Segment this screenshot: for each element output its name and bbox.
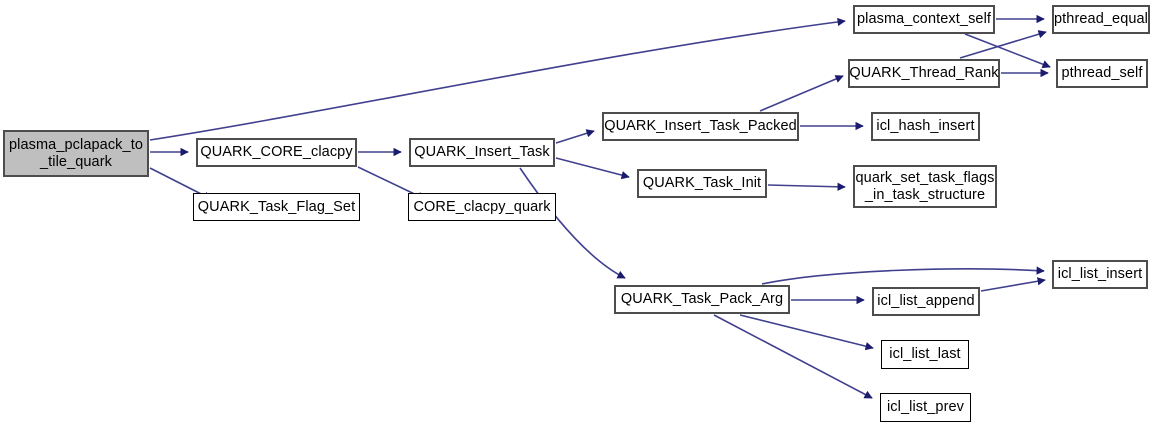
node-CORE_clacpy_quark[interactable]: CORE_clacpy_quark [408,193,556,221]
edge-QUARK_Insert_Task-to-QUARK_Task_Init [555,157,630,180]
node-plasma_context_self[interactable]: plasma_context_self [853,5,995,34]
node-label: QUARK_Task_Flag_Set [197,198,356,215]
node-quark_set_task_flags_in_task_structure[interactable]: quark_set_task_flags _in_task_structure [853,165,997,208]
node-QUARK_Thread_Rank[interactable]: QUARK_Thread_Rank [848,59,1000,88]
node-QUARK_Insert_Task[interactable]: QUARK_Insert_Task [409,138,555,167]
edge-QUARK_Task_Init-to-quark_set_task_flags_in_task_structure [767,182,846,191]
node-QUARK_Insert_Task_Packed[interactable]: QUARK_Insert_Task_Packed [602,112,799,141]
node-label: QUARK_Thread_Rank [849,65,999,81]
node-QUARK_Task_Pack_Arg[interactable]: QUARK_Task_Pack_Arg [614,285,790,314]
node-label: plasma_context_self [856,11,992,27]
node-label: pthread_self [1061,65,1143,81]
edge-icl_list_append-to-icl_list_insert [980,277,1046,292]
node-plasma_pclapack_to_tile_quark[interactable]: plasma_pclapack_to _tile_quark [3,130,149,177]
node-label: QUARK_Task_Init [642,175,762,191]
edge-QUARK_Task_Pack_Arg-to-icl_list_insert [761,266,1045,285]
node-icl_list_prev[interactable]: icl_list_prev [880,393,971,422]
edge-QUARK_Insert_Task-to-QUARK_Task_Pack_Arg [519,167,626,279]
node-label: QUARK_Insert_Task [414,144,550,160]
node-label: quark_set_task_flags _in_task_structure [855,169,995,203]
node-icl_list_append[interactable]: icl_list_append [872,287,980,316]
node-icl_list_last[interactable]: icl_list_last [881,340,969,369]
node-label: plasma_pclapack_to _tile_quark [9,136,143,170]
edge-QUARK_Insert_Task-to-QUARK_Insert_Task_Packed [555,129,595,144]
node-label: CORE_clacpy_quark [413,198,551,215]
edge-QUARK_Task_Pack_Arg-to-icl_list_prev [713,314,873,399]
node-label: icl_hash_insert [876,118,975,134]
node-pthread_equal[interactable]: pthread_equal [1052,5,1150,34]
edge-QUARK_Task_Pack_Arg-to-icl_list_last [739,314,874,351]
node-label: QUARK_CORE_clacpy [200,144,353,160]
edge-QUARK_Thread_Rank-to-pthread_equal [959,30,1047,59]
node-label: icl_list_last [889,346,961,362]
node-pthread_self[interactable]: pthread_self [1056,59,1148,88]
node-icl_list_insert[interactable]: icl_list_insert [1052,260,1148,289]
node-label: icl_list_prev [886,399,965,415]
node-QUARK_CORE_clacpy[interactable]: QUARK_CORE_clacpy [196,138,357,167]
node-QUARK_Task_Init[interactable]: QUARK_Task_Init [637,169,767,198]
edge-QUARK_Insert_Task_Packed-to-QUARK_Thread_Rank [759,75,844,112]
node-label: pthread_equal [1053,11,1149,27]
node-label: QUARK_Task_Pack_Arg [620,291,784,307]
node-label: icl_list_append [877,293,975,309]
node-QUARK_Task_Flag_Set[interactable]: QUARK_Task_Flag_Set [193,193,360,221]
node-icl_hash_insert[interactable]: icl_hash_insert [871,112,980,141]
node-label: icl_list_insert [1057,266,1143,282]
node-label: QUARK_Insert_Task_Packed [604,118,797,134]
